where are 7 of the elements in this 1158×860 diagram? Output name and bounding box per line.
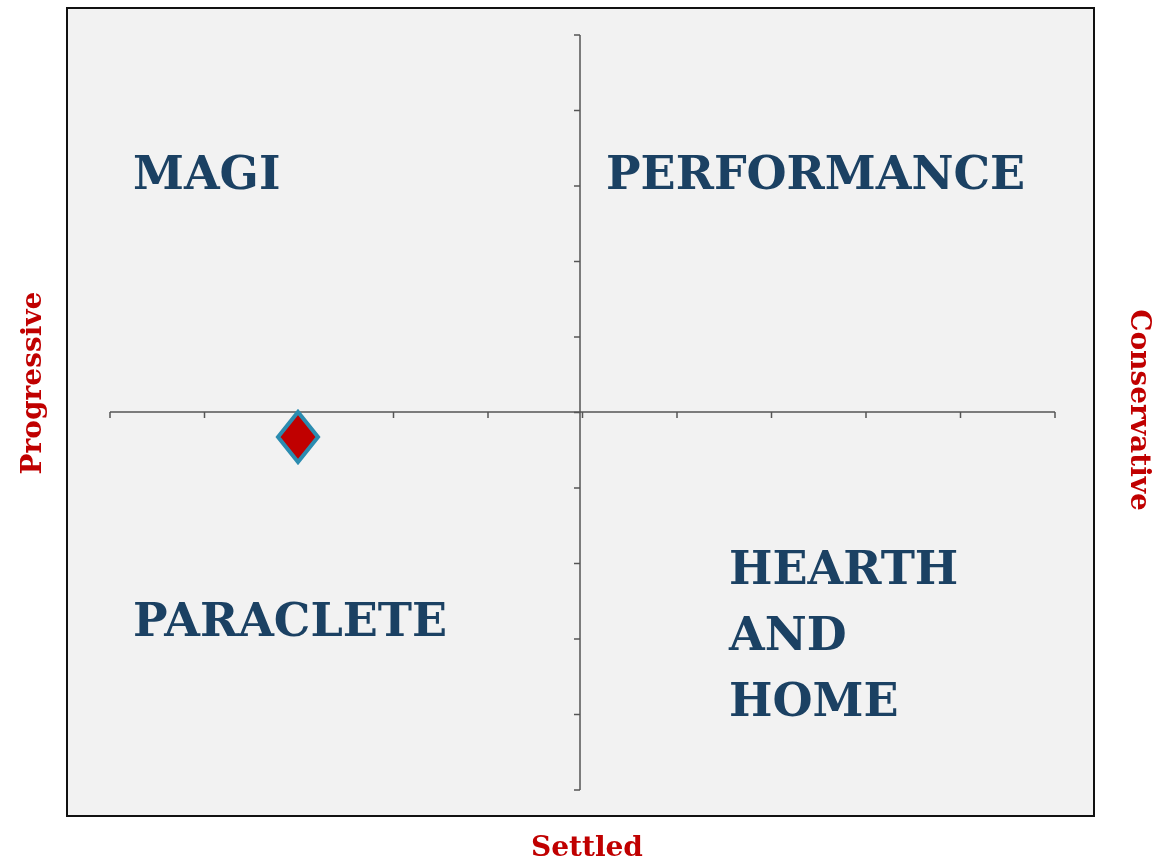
- quadrant-label: PARACLETE: [133, 592, 448, 649]
- axis-title: Settled: [531, 830, 643, 860]
- quadrant-label: HEARTH AND HOME: [729, 540, 960, 729]
- axis-title: Conservative: [1122, 309, 1157, 511]
- axis-title: Progressive: [14, 291, 49, 475]
- quadrant-label: PERFORMANCE: [606, 145, 1026, 202]
- quadrant-label: MAGI: [133, 145, 281, 202]
